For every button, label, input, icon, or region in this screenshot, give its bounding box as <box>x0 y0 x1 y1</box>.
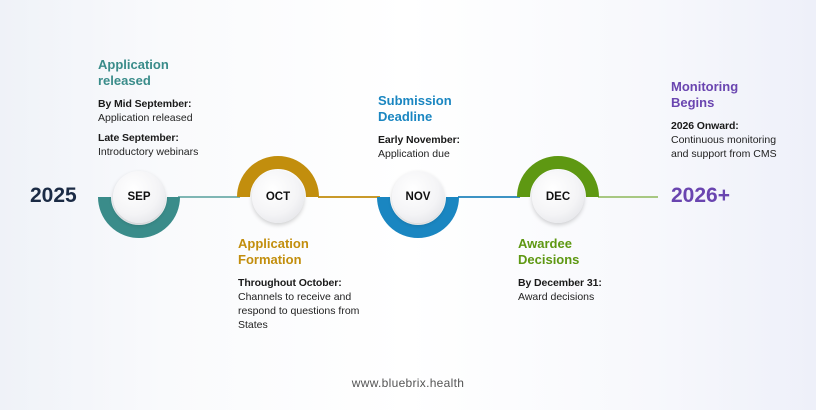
milestone-label: Early November: <box>378 134 460 146</box>
milestone-title: Monitoring Begins <box>671 79 739 110</box>
milestone-final: Monitoring Begins 2026 Onward: Continuou… <box>671 79 801 167</box>
milestone-dec: Awardee Decisions By December 31: Award … <box>518 236 648 310</box>
dec-arc <box>517 156 599 197</box>
milestone-title: Application released <box>98 57 169 88</box>
milestone-text: Continuous monitoring and support from C… <box>671 134 777 160</box>
sep-arc <box>98 197 180 238</box>
milestone-label: Throughout October: <box>238 277 342 289</box>
milestone-text: Application due <box>378 148 450 160</box>
milestone-label: Late September: <box>98 132 179 144</box>
milestone-title: Application Formation <box>238 236 309 267</box>
oct-arc <box>237 156 319 197</box>
start-year: 2025 <box>30 184 77 207</box>
month-dec: DEC <box>532 171 584 223</box>
nov-arc <box>377 197 459 238</box>
milestone-title: Submission Deadline <box>378 93 452 124</box>
timeline-segment-nov-dec <box>458 196 520 198</box>
milestone-text: Channels to receive and respond to quest… <box>238 291 360 331</box>
timeline-segment-sep-oct <box>178 196 240 198</box>
milestone-nov: Submission Deadline Early November: Appl… <box>378 93 508 167</box>
end-year: 2026+ <box>671 184 730 207</box>
timeline-segment-oct-nov <box>318 196 380 198</box>
milestone-sep: Application released By Mid September: A… <box>98 57 228 165</box>
milestone-label: By December 31: <box>518 277 602 289</box>
footer-website: www.bluebrix.health <box>351 376 465 390</box>
milestone-text: Award decisions <box>518 291 595 303</box>
milestone-text: Application released <box>98 112 193 124</box>
month-oct: OCT <box>252 171 304 223</box>
month-nov: NOV <box>392 171 444 223</box>
milestone-label: 2026 Onward: <box>671 120 739 132</box>
milestone-text: Introductory webinars <box>98 146 199 158</box>
timeline-segment-dec-end <box>598 196 658 198</box>
milestone-title: Awardee Decisions <box>518 236 580 267</box>
month-sep: SEP <box>113 171 165 223</box>
milestone-oct: Application Formation Throughout October… <box>238 236 368 338</box>
milestone-label: By Mid September: <box>98 98 192 110</box>
